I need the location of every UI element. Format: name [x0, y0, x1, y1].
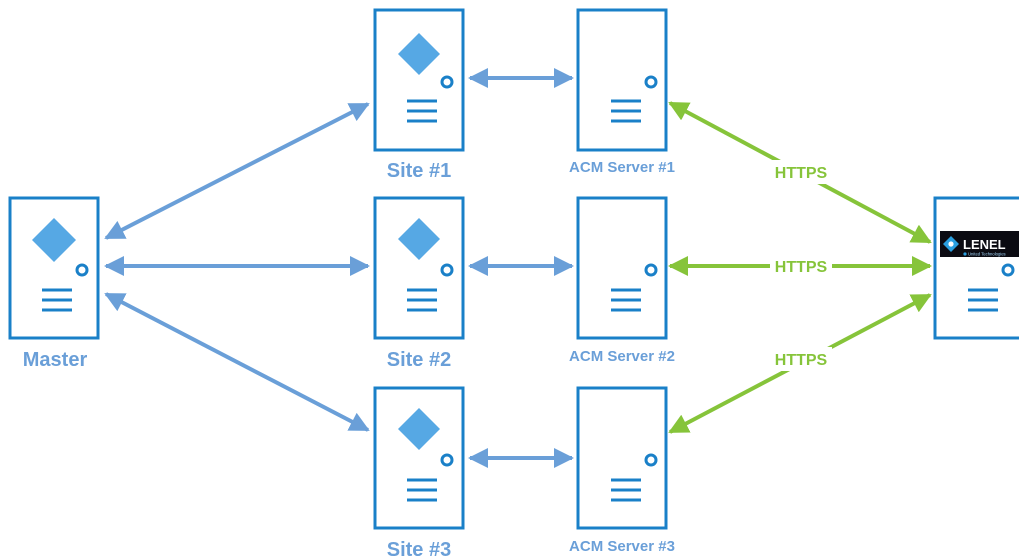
https-label-3: HTTPS — [775, 352, 828, 369]
site2-server — [373, 196, 465, 340]
acm3-label: ACM Server #3 — [569, 538, 675, 555]
status-dot-icon — [1001, 263, 1015, 277]
status-dot-icon — [440, 263, 454, 277]
diamond-icon — [398, 408, 440, 450]
acm2-server — [576, 196, 668, 340]
master-label: Master — [23, 349, 88, 371]
status-dot-icon — [644, 75, 658, 89]
status-dot-icon — [440, 75, 454, 89]
acm3-server — [576, 386, 668, 530]
acm1-server — [576, 8, 668, 152]
link-master-site3 — [104, 292, 370, 432]
status-dot-icon — [440, 453, 454, 467]
https-label-2: HTTPS — [775, 259, 828, 276]
site3-server — [373, 386, 465, 530]
diamond-icon — [32, 218, 76, 262]
site1-label: Site #1 — [387, 160, 451, 182]
site2-label: Site #2 — [387, 349, 451, 371]
status-dot-icon — [644, 453, 658, 467]
link-master-site1 — [104, 102, 370, 240]
site1-server — [373, 8, 465, 152]
lenel-logo-subtext: United Technologies — [968, 252, 1006, 257]
lenel-diamond-icon — [943, 236, 959, 252]
diamond-icon — [398, 218, 440, 260]
diamond-icon — [398, 33, 440, 75]
https-label-bg-3 — [770, 347, 832, 371]
lenel-server: LENEL United Technologies — [933, 196, 1019, 340]
site3-label: Site #3 — [387, 539, 451, 560]
https-label-bg-1 — [770, 160, 832, 184]
https-label-1: HTTPS — [775, 165, 828, 182]
acm1-label: ACM Server #1 — [569, 159, 675, 176]
https-label-bg-2 — [770, 254, 832, 278]
acm2-label: ACM Server #2 — [569, 348, 675, 365]
lenel-logo-text: LENEL — [963, 237, 1006, 252]
status-dot-icon — [75, 263, 89, 277]
master-server — [8, 196, 100, 340]
lenel-logo: LENEL United Technologies — [940, 231, 1019, 257]
status-dot-icon — [644, 263, 658, 277]
